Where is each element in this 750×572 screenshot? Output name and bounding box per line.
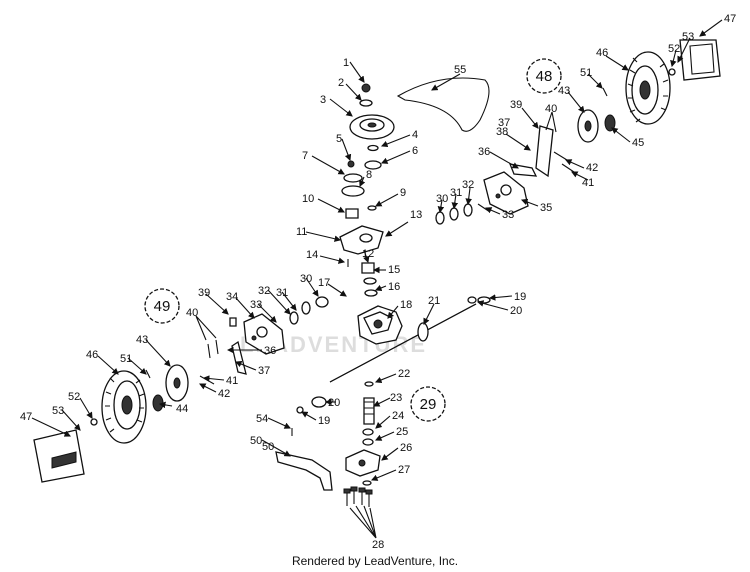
left-wheel-assembly	[33, 364, 189, 483]
part-label: 41	[582, 177, 594, 189]
part-label: 23	[390, 392, 402, 404]
part-label: 10	[302, 193, 314, 205]
part-label: 3	[320, 94, 326, 106]
part-label: 37	[258, 365, 270, 377]
part-label: 50	[262, 441, 274, 453]
part-label: 42	[586, 162, 598, 174]
part-label: 35	[540, 202, 552, 214]
part-label: 43	[136, 334, 148, 346]
part-label: 36	[264, 345, 276, 357]
part-label: 46	[86, 349, 98, 361]
part-label: 16	[388, 281, 400, 293]
part-label: 13	[410, 209, 422, 221]
callout-label: 49	[154, 298, 171, 315]
callout-label: 29	[420, 396, 437, 413]
part-label: 27	[398, 464, 410, 476]
part-label: 31	[276, 287, 288, 299]
part-label: 41	[226, 375, 238, 387]
part-label: 14	[306, 249, 318, 261]
right-gear-housing	[435, 163, 538, 225]
part-label: 30	[436, 193, 448, 205]
part-label: 32	[462, 179, 474, 191]
part-label: 38	[496, 126, 508, 138]
part-label: 7	[302, 150, 308, 162]
leader-lines	[31, 19, 723, 539]
part-label: 34	[226, 291, 238, 303]
part-label: 44	[176, 403, 188, 415]
part-label: 52	[668, 43, 680, 55]
part-label: 33	[502, 209, 514, 221]
part-label: 19	[514, 291, 526, 303]
part-label: 11	[296, 226, 307, 238]
drive-belt	[396, 77, 490, 132]
part-label: 1	[343, 57, 349, 69]
part-label: 43	[558, 85, 570, 97]
part-label: 28	[372, 539, 384, 551]
part-label: 55	[454, 64, 466, 76]
part-label: 18	[400, 299, 412, 311]
part-label: 12	[362, 248, 374, 260]
part-label: 47	[724, 13, 736, 25]
part-label: 52	[68, 391, 80, 403]
part-label: 30	[300, 273, 312, 285]
part-label: 20	[328, 397, 340, 409]
part-label: 37	[498, 117, 510, 129]
bolt-set	[343, 486, 373, 507]
part-label: 5	[336, 133, 342, 145]
part-label: 21	[428, 295, 440, 307]
part-label: 22	[398, 368, 410, 380]
part-label: 33	[250, 299, 262, 311]
part-label: 47	[20, 411, 32, 423]
part-label: 8	[366, 169, 372, 181]
part-label: 24	[392, 410, 404, 422]
part-labels-right: 47 53 52 46 51 43 40 39 37 36 42 41 32 3…	[262, 13, 736, 453]
part-label: 19	[318, 415, 330, 427]
left-gear-housing	[199, 296, 329, 385]
part-label: 36	[478, 146, 490, 158]
part-label: 6	[412, 145, 418, 157]
callout-29: 29	[410, 386, 446, 422]
part-label: 26	[400, 442, 412, 454]
transmission-housing	[357, 305, 403, 345]
part-label: 50	[250, 435, 262, 447]
callout-49: 49	[144, 288, 180, 324]
part-label: 39	[510, 99, 522, 111]
part-labels: 1 2 3 4 5 6 7 8 9 10 11 12 13 14 15 16 1…	[20, 57, 644, 551]
part-label: 25	[396, 426, 408, 438]
part-label: 32	[258, 285, 270, 297]
part-label: 17	[318, 277, 330, 289]
part-label: 53	[52, 405, 64, 417]
part-label: 20	[510, 305, 522, 317]
right-wheel-assembly	[535, 39, 721, 178]
part-label: 54	[256, 413, 268, 425]
part-label: 39	[198, 287, 210, 299]
part-label: 31	[450, 187, 462, 199]
part-label: 40	[186, 307, 198, 319]
part-label: 51	[120, 353, 132, 365]
part-label: 51	[580, 67, 592, 79]
footer-credit: Rendered by LeadVenture, Inc.	[291, 554, 459, 568]
part-label: 46	[596, 47, 608, 59]
part-label: 45	[632, 137, 644, 149]
mounting-bracket	[275, 451, 333, 491]
part-label: 53	[682, 31, 694, 43]
part-label: 4	[412, 129, 418, 141]
pulley-stack	[339, 83, 395, 297]
part-label: 9	[400, 187, 406, 199]
callout-48: 48	[526, 58, 562, 94]
part-label: 15	[388, 264, 400, 276]
part-label: 42	[218, 388, 230, 400]
part-label: 2	[338, 77, 344, 89]
callout-label: 48	[536, 68, 553, 85]
lower-gear-stack	[345, 381, 381, 486]
part-label: 40	[545, 103, 557, 115]
